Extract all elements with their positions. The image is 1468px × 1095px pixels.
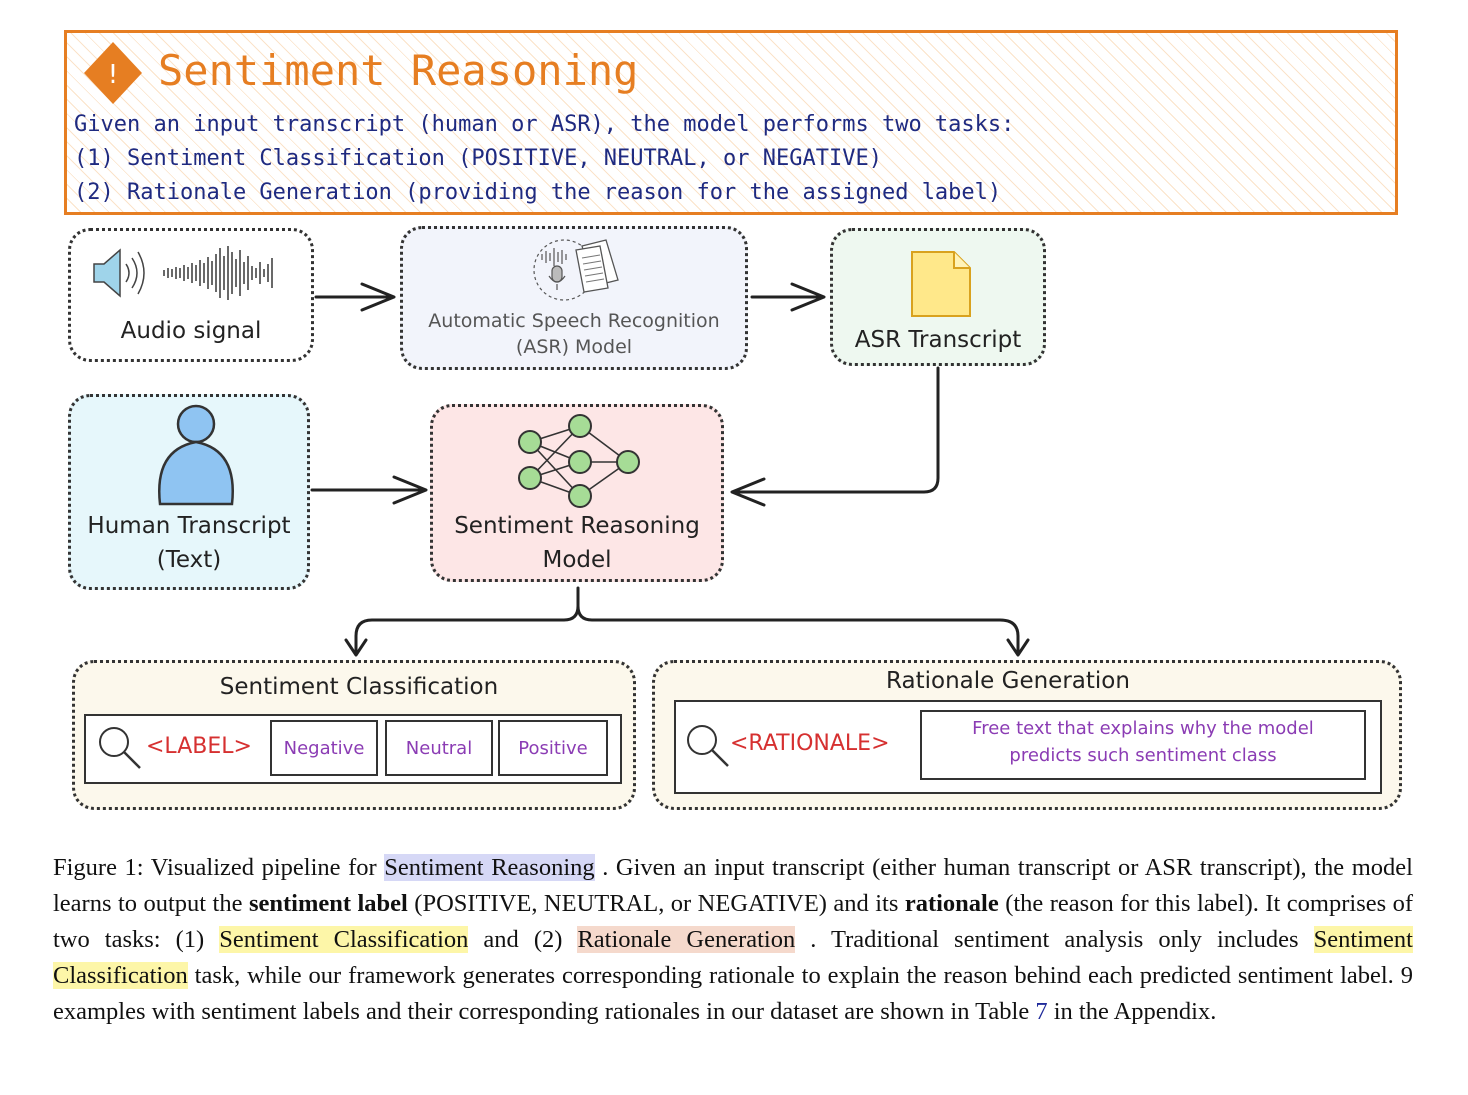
asr-model-label-line1: Automatic Speech Recognition — [428, 310, 720, 332]
caption-text: Figure 1: Visualized pipeline for — [53, 854, 385, 881]
audio-signal-node — [68, 228, 314, 362]
svg-text:!: ! — [108, 60, 118, 90]
audio-signal-label: Audio signal — [120, 318, 262, 344]
caption-bold-sentiment-label: sentiment label — [248, 890, 408, 917]
sentiment-model-label-line1: Sentiment Reasoning — [454, 513, 700, 539]
free-text-box — [920, 710, 1366, 780]
caption-highlight-sentiment-reasoning: Sentiment Reasoning — [384, 854, 595, 881]
magnifier-icon — [687, 725, 729, 767]
caption-text: task, while our framework generates corr… — [53, 962, 1413, 1025]
rationale-generation-title: Rationale Generation — [886, 668, 1130, 694]
caption-highlight-sentiment-classification: Sentiment Classification — [219, 926, 469, 953]
header-line-1: Given an input transcript (human or ASR)… — [74, 112, 1015, 137]
caption-text: in the Appendix. — [1047, 998, 1217, 1025]
option-positive: Positive — [498, 720, 608, 776]
warning-icon: ! — [84, 42, 142, 104]
caption-text: (POSITIVE, NEUTRAL, or NEGATIVE) and its — [407, 890, 905, 917]
file-icon — [911, 251, 971, 317]
caption-bold-rationale: rationale — [904, 890, 999, 917]
human-transcript-label-line1: Human Transcript — [87, 513, 291, 539]
option-negative: Negative — [270, 720, 378, 776]
option-neutral: Neutral — [385, 720, 493, 776]
caption-text: and (2) — [468, 926, 578, 953]
asr-transcript-label: ASR Transcript — [854, 327, 1022, 353]
neural-network-icon — [518, 414, 640, 508]
header-title: Sentiment Reasoning — [158, 46, 639, 95]
caption-text: (the reason for this label). It comprise… — [53, 890, 1414, 953]
human-transcript-label-line2: (Text) — [156, 547, 222, 573]
header-line-3: (2) Rationale Generation (providing the … — [74, 180, 1002, 205]
caption-highlight-rationale-generation: Rationale Generation — [577, 926, 796, 953]
speaker-waveform-icon — [93, 246, 273, 300]
label-tag: <LABEL> — [146, 734, 252, 759]
magnifier-icon — [99, 727, 141, 769]
sentiment-classification-title: Sentiment Classification — [219, 674, 499, 700]
speech-document-icon — [533, 239, 619, 301]
free-text-line1: Free text that explains why the model — [972, 718, 1314, 739]
free-text-line2: predicts such sentiment class — [1009, 745, 1277, 766]
caption-text: . Given an input transcript (either huma… — [53, 854, 1413, 917]
label-output-box — [84, 714, 622, 784]
header-line-2: (1) Sentiment Classification (POSITIVE, … — [74, 146, 882, 171]
caption-text: . Traditional sentiment analysis only in… — [795, 926, 1314, 953]
table-reference-link[interactable]: 7 — [1035, 998, 1048, 1025]
asr-model-label-line2: (ASR) Model — [515, 336, 633, 358]
rationale-tag: <RATIONALE> — [730, 731, 890, 756]
sentiment-model-label-line2: Model — [542, 547, 612, 573]
figure-caption: Figure 1: Visualized pipeline for Sentim… — [53, 850, 1413, 1030]
person-icon — [158, 404, 234, 506]
header-box — [64, 30, 1398, 215]
connector-arrows — [310, 282, 1030, 657]
